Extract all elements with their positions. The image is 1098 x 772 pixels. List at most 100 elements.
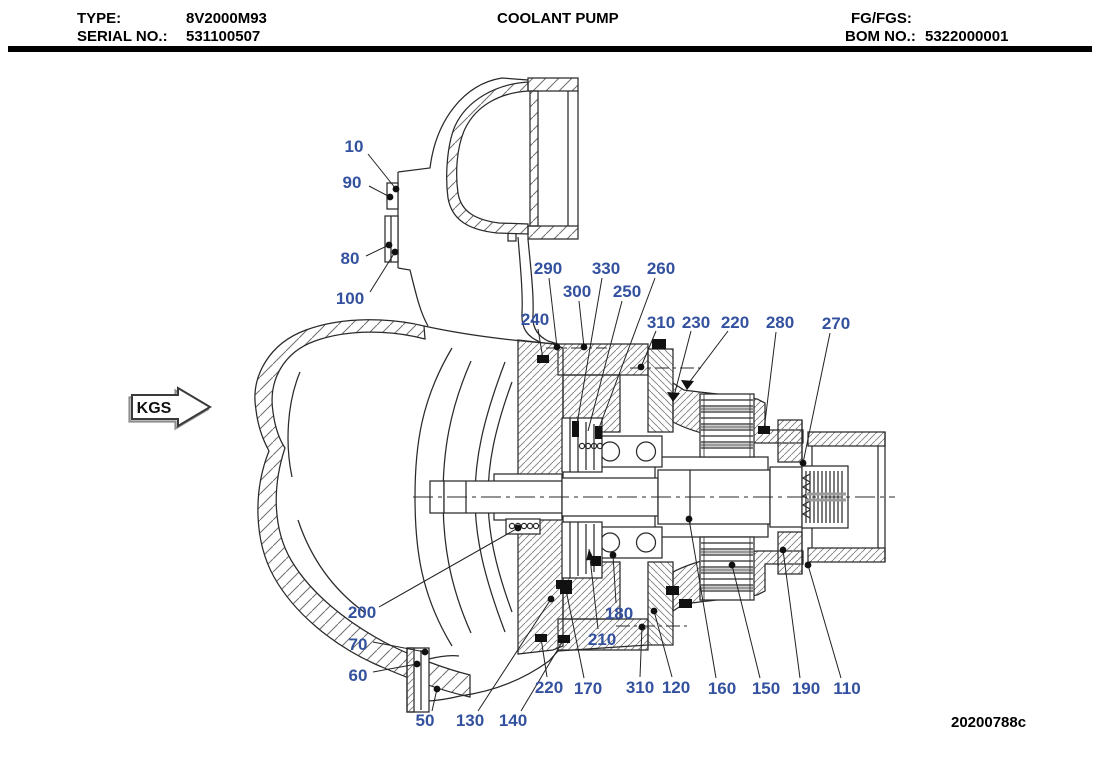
leader-dot xyxy=(799,459,807,467)
leader-line xyxy=(588,548,599,630)
leader-line xyxy=(598,277,656,429)
leader-dot xyxy=(580,343,588,351)
callout-label: 180 xyxy=(605,604,633,623)
leader-dot xyxy=(637,363,645,371)
callout-label: 190 xyxy=(792,679,820,698)
type-value: 8V2000M93 xyxy=(186,10,267,27)
leader-dot xyxy=(553,343,561,351)
leader-dot xyxy=(609,551,617,559)
leader-line xyxy=(365,244,390,257)
leader-line xyxy=(807,564,842,679)
gear-teeth-top xyxy=(699,393,755,458)
leader-line xyxy=(548,277,558,348)
shaft-seal-assembly xyxy=(505,417,604,589)
serial-value: 531100507 xyxy=(186,28,261,45)
leader-line xyxy=(431,688,438,712)
leader-line xyxy=(653,610,673,678)
leader-seal-marker xyxy=(558,635,570,643)
callout-label: 210 xyxy=(588,630,616,649)
callout-label: 300 xyxy=(563,282,591,301)
leader-line xyxy=(537,328,544,360)
callout-label: 250 xyxy=(613,282,641,301)
leader-line xyxy=(688,518,717,679)
drawing-code: 20200788c xyxy=(951,714,1027,731)
leader-seal-marker xyxy=(560,586,572,594)
bom-value: 5322000001 xyxy=(925,28,1009,45)
header-divider xyxy=(8,46,1092,52)
leader-dot xyxy=(386,193,394,201)
leader-dot xyxy=(514,524,522,532)
leader-dot xyxy=(392,185,400,193)
leader-dot xyxy=(433,685,441,693)
leader-dot xyxy=(779,546,787,554)
intake-duct xyxy=(384,77,579,345)
leader-dot xyxy=(804,561,812,569)
leader-line xyxy=(576,277,603,425)
leader-line xyxy=(372,663,418,673)
leader-dot xyxy=(391,248,399,256)
leader-dot xyxy=(650,607,658,615)
leader-line xyxy=(367,153,397,190)
gear-teeth-bottom xyxy=(699,536,755,601)
leader-line xyxy=(369,251,396,293)
leader-line xyxy=(802,332,831,464)
callout-label: 70 xyxy=(349,635,368,654)
callout-label: 10 xyxy=(345,137,364,156)
leader-arrowhead xyxy=(586,549,595,561)
callout-label: 80 xyxy=(341,249,360,268)
kgs-flow-arrow: KGS xyxy=(128,386,212,431)
leader-line xyxy=(368,185,391,198)
callout-label: 130 xyxy=(456,711,484,730)
callout-label: 100 xyxy=(336,289,364,308)
leader-line xyxy=(372,641,426,653)
callout-label: 260 xyxy=(647,259,675,278)
callout-label: 90 xyxy=(343,173,362,192)
leader-line xyxy=(731,564,761,679)
leader-line xyxy=(673,330,692,397)
callout-label: 220 xyxy=(721,313,749,332)
leader-dot xyxy=(685,515,693,523)
callout-label: 200 xyxy=(348,603,376,622)
leader-dot xyxy=(413,660,421,668)
page-title: COOLANT PUMP xyxy=(497,10,619,27)
callout-label: 240 xyxy=(521,310,549,329)
outlet-fitting xyxy=(406,647,559,713)
callout-label: 280 xyxy=(766,313,794,332)
leader-line xyxy=(687,330,729,385)
leader-line xyxy=(639,626,643,678)
callout-label: 270 xyxy=(822,314,850,333)
callout-label: 140 xyxy=(499,711,527,730)
leader-line xyxy=(520,638,565,712)
leader-dot xyxy=(728,561,736,569)
callout-label: 150 xyxy=(752,679,780,698)
callout-label: 310 xyxy=(626,678,654,697)
leader-line xyxy=(578,300,585,348)
callout-label: 110 xyxy=(833,679,860,698)
fg-fgs-label: FG/FGS: xyxy=(851,10,912,27)
type-label: TYPE: xyxy=(77,10,122,27)
kgs-label: KGS xyxy=(137,400,172,417)
leader-line xyxy=(640,330,657,368)
leader-triangle-marker xyxy=(667,392,680,402)
callout-label: 60 xyxy=(349,666,368,685)
bom-label: BOM NO.: xyxy=(845,28,916,45)
leader-line xyxy=(782,549,801,679)
leader-line xyxy=(540,637,548,678)
leader-seal-marker xyxy=(535,634,547,642)
callout-label: 310 xyxy=(647,313,675,332)
leader-dot xyxy=(547,595,555,603)
leader-line xyxy=(565,589,585,679)
callout-label: 170 xyxy=(574,679,602,698)
leader-line xyxy=(587,300,623,432)
leader-dot xyxy=(638,623,646,631)
leader-dot xyxy=(385,241,393,249)
serial-label: SERIAL NO.: xyxy=(77,28,168,45)
leader-line xyxy=(378,527,519,608)
leader-dot xyxy=(421,648,429,656)
callout-label: 160 xyxy=(708,679,736,698)
leader-seal-marker xyxy=(758,426,770,434)
leader-line xyxy=(612,554,617,604)
callout-label: 290 xyxy=(534,259,562,278)
